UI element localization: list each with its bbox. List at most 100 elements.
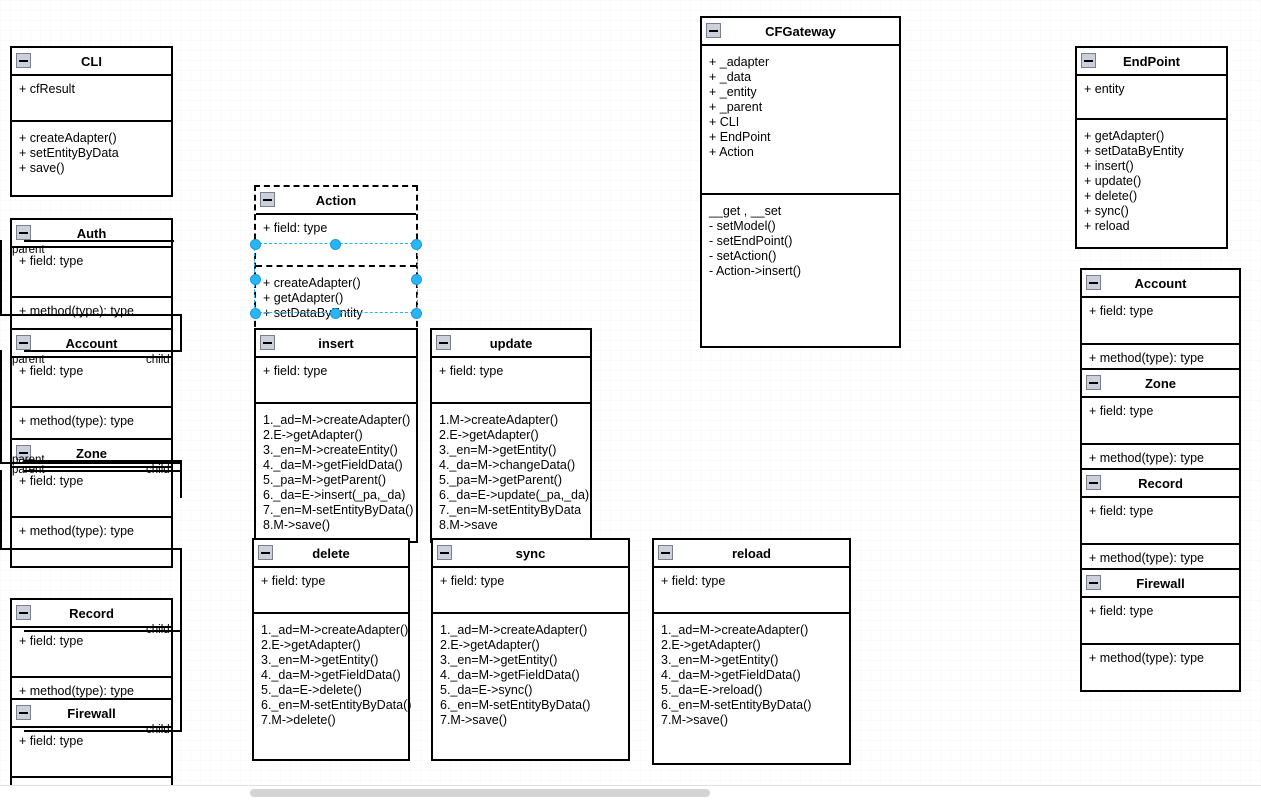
attributes-compartment[interactable]: + cfResult [12,76,171,122]
selection-resize-handle[interactable] [250,274,261,285]
uml-class-firewall-left[interactable]: Firewall+ field: type+ method(type): typ… [10,698,173,800]
class-title-bar[interactable]: Zone [1082,370,1239,398]
collapse-minus-icon[interactable] [258,545,273,560]
association-line[interactable] [0,240,2,316]
association-line[interactable] [0,548,182,550]
operations-compartment[interactable]: 1._ad=M->createAdapter()2.E->getAdapter(… [433,614,628,759]
class-title-bar[interactable]: Firewall [12,700,171,728]
collapse-minus-icon[interactable] [260,192,275,207]
uml-class-endpoint[interactable]: EndPoint+ entity+ getAdapter()+ setDataB… [1075,46,1228,249]
collapse-minus-icon[interactable] [260,335,275,350]
attributes-compartment[interactable]: + field: type [12,248,171,298]
attributes-compartment[interactable]: + field: type [12,468,171,518]
collapse-minus-icon[interactable] [1086,475,1101,490]
attributes-compartment[interactable]: + field: type [12,628,171,678]
collapse-minus-icon[interactable] [436,335,451,350]
class-title-bar[interactable]: update [432,330,590,358]
uml-class-firewall-right[interactable]: Firewall+ field: type+ method(type): typ… [1080,568,1241,692]
operations-compartment[interactable]: 1._ad=M->createAdapter()2.E->getAdapter(… [254,614,411,759]
collapse-minus-icon[interactable] [16,705,31,720]
operations-compartment[interactable]: 1._ad=M->createAdapter()2.E->getAdapter(… [256,404,416,541]
operations-compartment[interactable]: + method(type): type [12,518,171,566]
association-line[interactable] [180,314,182,350]
association-line[interactable] [24,240,174,242]
class-title-bar[interactable]: delete [254,540,408,568]
attributes-compartment[interactable]: + field: type [254,568,408,614]
collapse-minus-icon[interactable] [1086,575,1101,590]
collapse-minus-icon[interactable] [1086,275,1101,290]
collapse-minus-icon[interactable] [1081,53,1096,68]
selection-resize-handle[interactable] [411,308,422,319]
collapse-minus-icon[interactable] [706,23,721,38]
attributes-compartment[interactable]: + entity [1077,76,1226,120]
class-title-bar[interactable]: insert [256,330,416,358]
selection-resize-handle[interactable] [330,308,341,319]
association-line[interactable] [0,462,182,464]
attributes-compartment[interactable]: + _adapter+ _data+ _entity+ _parent+ CLI… [702,46,899,195]
selection-resize-handle[interactable] [411,274,422,285]
class-title-bar[interactable]: reload [654,540,849,568]
class-title-bar[interactable]: EndPoint [1077,48,1226,76]
class-title-bar[interactable]: Action [256,187,416,215]
class-title-bar[interactable]: sync [433,540,628,568]
collapse-minus-icon[interactable] [658,545,673,560]
class-title-bar[interactable]: Record [1082,470,1239,498]
operations-compartment[interactable]: + method(type): type [1082,645,1239,690]
operations-compartment[interactable]: + getAdapter()+ setDataByEntity+ insert(… [1077,120,1226,247]
attributes-compartment[interactable]: + field: type [654,568,849,614]
selection-resize-handle[interactable] [250,308,261,319]
association-line[interactable] [0,350,2,464]
attributes-compartment[interactable]: + field: type [12,728,171,778]
horizontal-scrollbar[interactable] [0,785,1261,800]
association-line[interactable] [24,470,182,472]
attributes-compartment[interactable]: + field: type [1082,398,1239,445]
collapse-minus-icon[interactable] [16,53,31,68]
selection-resize-handle[interactable] [330,239,341,250]
association-line[interactable] [24,350,182,352]
association-line[interactable] [24,730,182,732]
collapse-minus-icon[interactable] [437,545,452,560]
selection-resize-handle[interactable] [250,239,261,250]
operation-item: 3._en=M->getEntity() [440,653,558,667]
attributes-compartment[interactable]: + field: type [256,358,416,404]
association-line[interactable] [0,470,2,550]
uml-class-cfgateway[interactable]: CFGateway+ _adapter+ _data+ _entity+ _pa… [700,16,901,348]
class-title-bar[interactable]: Firewall [1082,570,1239,598]
class-title-bar[interactable]: CFGateway [702,18,899,46]
association-line[interactable] [24,630,182,632]
class-title-bar[interactable]: CLI [12,48,171,76]
collapse-minus-icon[interactable] [16,445,31,460]
collapse-minus-icon[interactable] [16,335,31,350]
uml-class-auth[interactable]: Auth+ field: type+ method(type): type [10,218,173,348]
uml-class-action[interactable]: Action+ field: type+ createAdapter()+ ge… [254,185,418,356]
attributes-compartment[interactable]: + field: type [1082,598,1239,645]
selection-resize-handle[interactable] [411,239,422,250]
attributes-compartment[interactable]: + field: type [12,358,171,408]
collapse-minus-icon[interactable] [16,605,31,620]
attributes-compartment[interactable]: + field: type [433,568,628,614]
uml-class-cli[interactable]: CLI+ cfResult+ createAdapter()+ setEntit… [10,46,173,197]
class-title-bar[interactable]: Account [1082,270,1239,298]
collapse-minus-icon[interactable] [16,225,31,240]
association-line[interactable] [180,548,182,730]
class-title-bar[interactable]: Account [12,330,171,358]
association-line[interactable] [180,462,182,498]
association-line[interactable] [24,460,182,462]
association-line[interactable] [0,314,182,316]
operations-compartment[interactable]: + createAdapter()+ setEntityByData+ save… [12,122,171,195]
collapse-minus-icon[interactable] [1086,375,1101,390]
operations-compartment[interactable]: 1.M->createAdapter()2.E->getAdapter()3._… [432,404,590,541]
operations-compartment[interactable]: 1._ad=M->createAdapter()2.E->getAdapter(… [654,614,849,763]
horizontal-scrollbar-thumb[interactable] [250,789,710,797]
attributes-compartment[interactable]: + field: type [1082,298,1239,345]
attributes-compartment[interactable]: + field: type [1082,498,1239,545]
operation-item: 7.M->save() [661,713,729,727]
operations-compartment[interactable]: __get , __set- setModel()- setEndPoint()… [702,195,899,346]
attributes-compartment[interactable]: + field: type [432,358,590,404]
